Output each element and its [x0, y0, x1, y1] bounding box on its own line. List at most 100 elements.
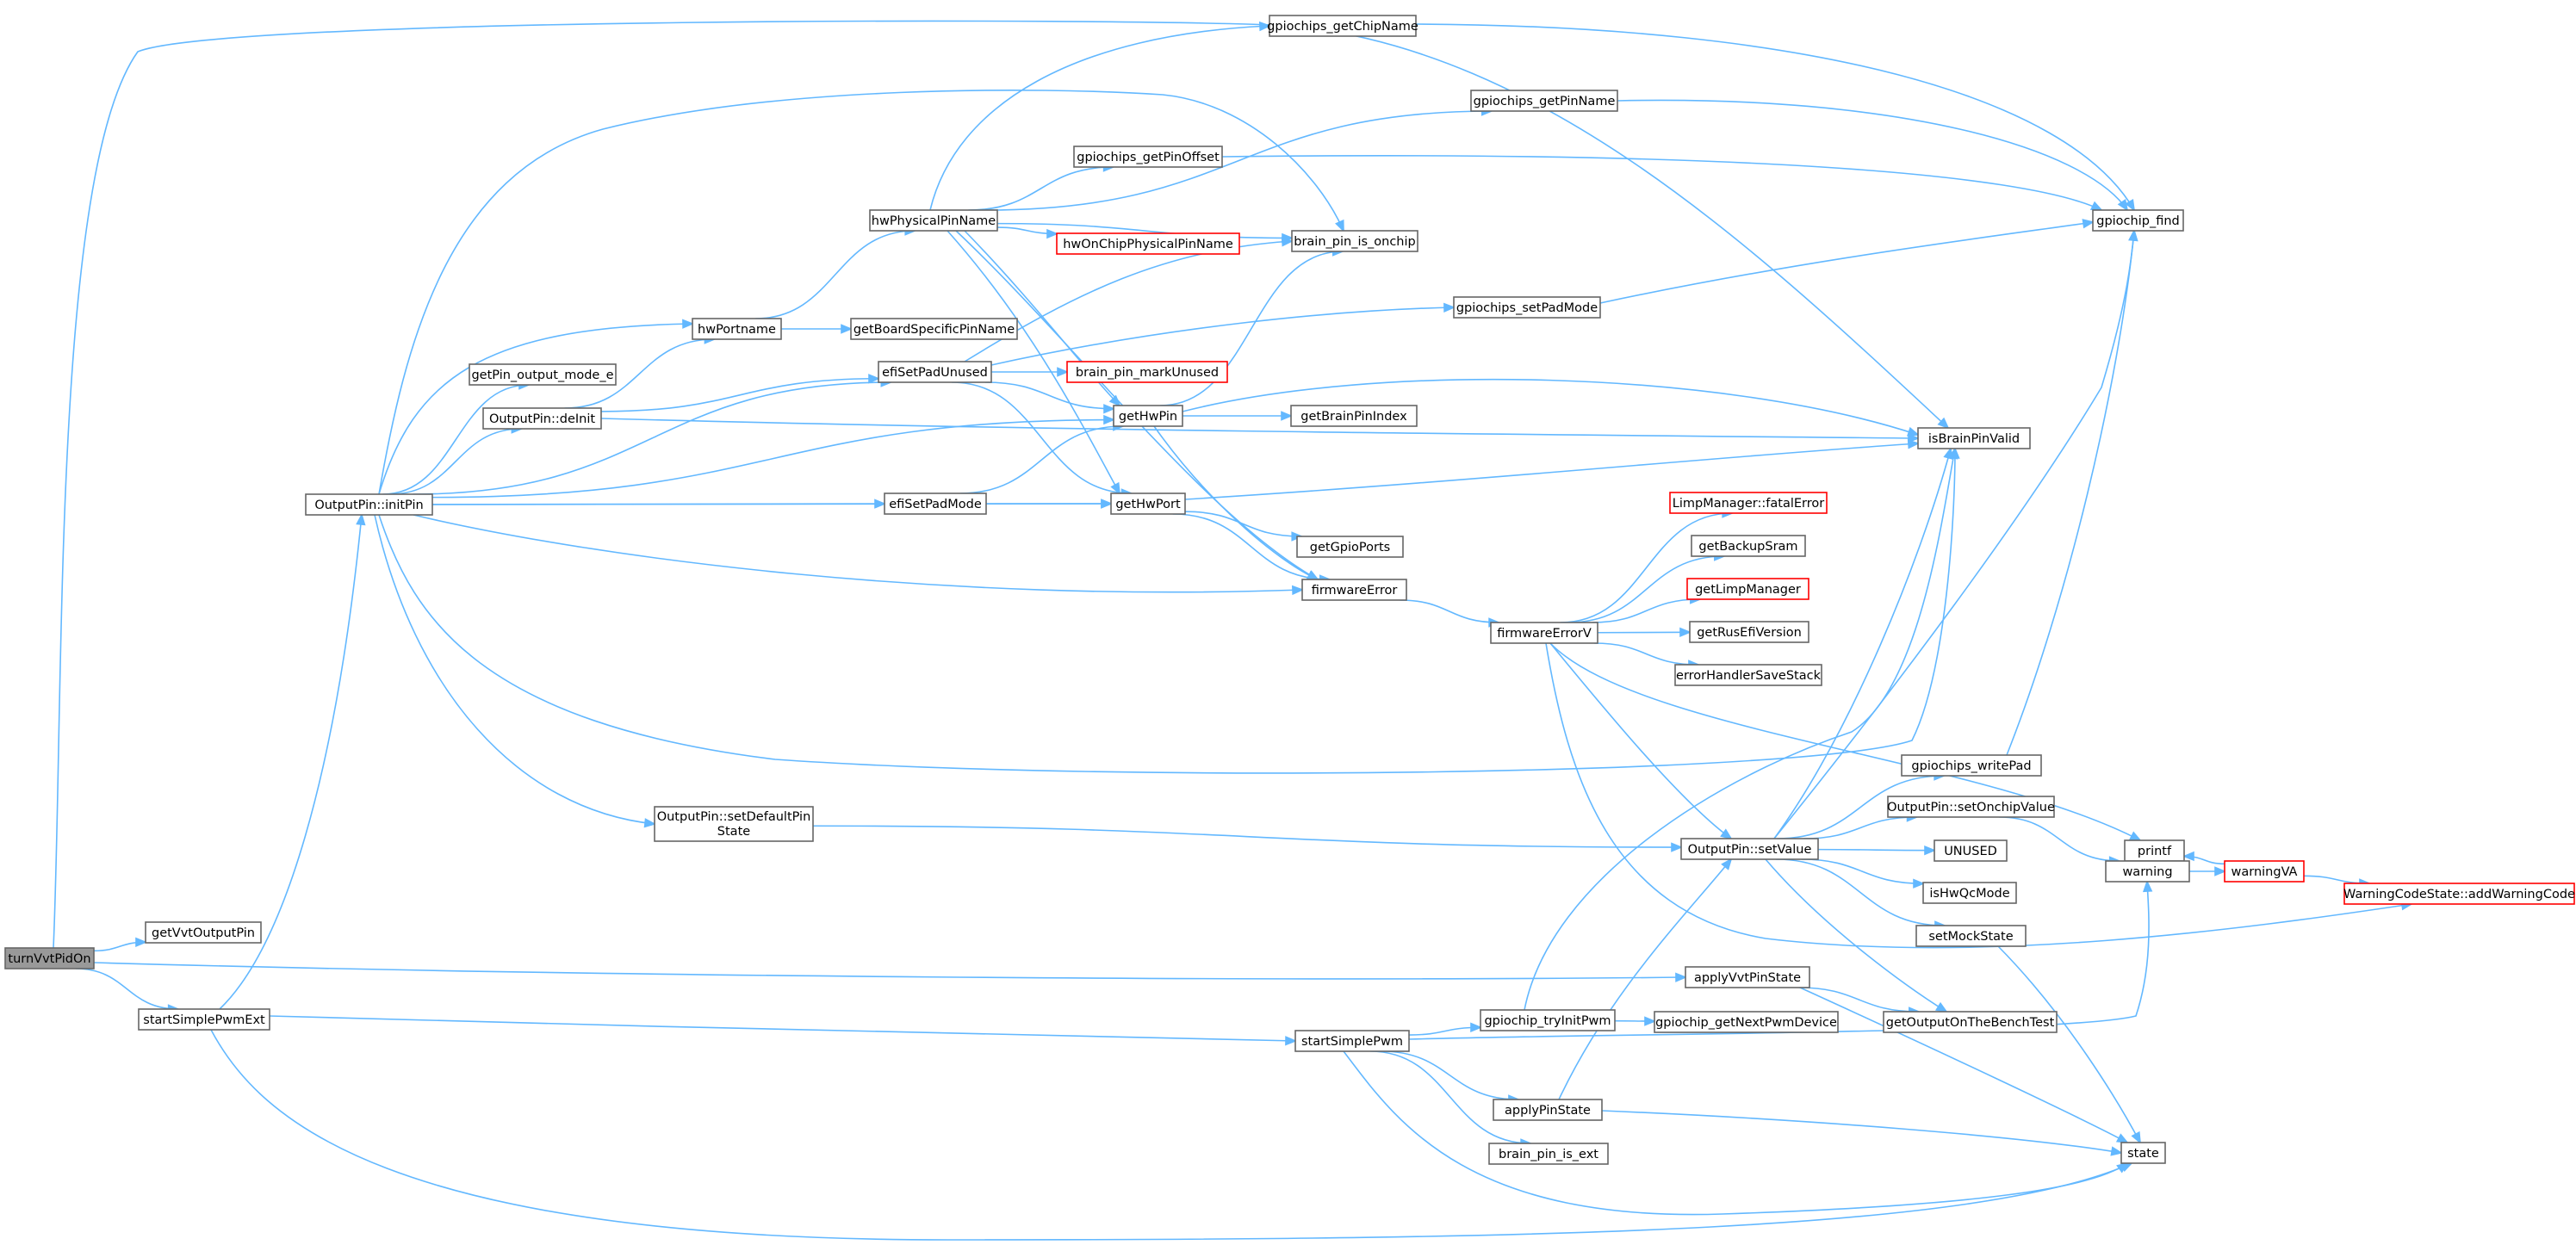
node-label: firmwareError — [1312, 584, 1398, 598]
node-label: applyVvtPinState — [1694, 971, 1801, 985]
node-label: getRusEfiVersion — [1697, 626, 1802, 640]
node-label: getVvtOutputPin — [152, 926, 255, 940]
node-box — [2105, 860, 2190, 883]
node-label: hwPhysicalPinName — [872, 214, 996, 228]
node-setMockState[interactable]: setMockState — [1915, 925, 2027, 947]
node-getBoardSpecificPinName[interactable]: getBoardSpecificPinName — [850, 318, 1018, 340]
node-box — [1269, 15, 1417, 37]
node-brain-pin-markUnused[interactable]: brain_pin_markUnused — [1066, 361, 1228, 383]
edge-warningVA-to-printf — [2182, 851, 2225, 865]
node-gpiochips-getChipName[interactable]: gpiochips_getChipName — [1267, 15, 1418, 37]
node-getHwPort[interactable]: getHwPort — [1110, 492, 1186, 515]
node-UNUSED[interactable]: UNUSED — [1934, 839, 2008, 862]
node-getVvtOutputPin[interactable]: getVvtOutputPin — [145, 921, 262, 944]
node-getBackupSram[interactable]: getBackupSram — [1691, 535, 1806, 557]
node-efiSetPadUnused[interactable]: efiSetPadUnused — [878, 361, 992, 383]
edge-setValue-to-getOutputOnTheBenchTest — [1765, 858, 1948, 1013]
edge-gpiochips_writePad-to-gpiochip_find — [2006, 228, 2138, 756]
node-efiSetPadMode[interactable]: efiSetPadMode — [884, 492, 987, 515]
edge-startSimplePwm-to-state — [1343, 1050, 2129, 1216]
node-box — [1689, 621, 1809, 643]
node-getRusEfiVersion[interactable]: getRusEfiVersion — [1689, 621, 1809, 643]
node-label: hwPortname — [698, 323, 776, 337]
edge-startSimplePwm-to-gpiochip_tryInitPwm — [1408, 1022, 1483, 1036]
node-hwOnChipPhysicalPinName[interactable]: hwOnChipPhysicalPinName — [1056, 232, 1240, 255]
node-box — [1654, 1011, 1839, 1033]
node-gpiochip-find[interactable]: gpiochip_find — [2092, 209, 2184, 232]
node-state[interactable]: state — [2120, 1142, 2166, 1164]
edge-deInit-to-efiSetPadUnused — [600, 374, 881, 412]
node-fatalError[interactable]: LimpManager::fatalError — [1669, 492, 1828, 514]
node-box — [1480, 1009, 1616, 1031]
edge-firmwareErrorV-to-fatalError — [1560, 508, 1735, 623]
node-gpiochips-writePad[interactable]: gpiochips_writePad — [1901, 754, 2042, 777]
node-setOnchipValue[interactable]: OutputPin::setOnchipValue — [1887, 796, 2055, 818]
edge-efiSetPadUnused-to-getHwPin — [984, 381, 1116, 414]
edge-arrowhead — [841, 324, 853, 334]
node-brain-pin-is-ext[interactable]: brain_pin_is_ext — [1488, 1143, 1609, 1165]
node-label: getOutputOnTheBenchTest — [1886, 1016, 2055, 1030]
edge-arrowhead — [1934, 1001, 1948, 1013]
node-label: efiSetPadMode — [889, 498, 982, 511]
node-setValue[interactable]: OutputPin::setValue — [1680, 838, 1819, 860]
node-label: OutputPin::initPin — [314, 499, 423, 512]
node-label: gpiochips_setPadMode — [1456, 301, 1598, 315]
edge-arrowhead — [1335, 219, 1344, 232]
edge-initPin-to-efiSetPadUnused — [413, 377, 893, 495]
edge-startSimplePwm-to-applyPinState — [1381, 1050, 1521, 1105]
node-label: getHwPin — [1119, 410, 1177, 424]
node-getPin-output-mode-e[interactable]: getPin_output_mode_e — [469, 363, 617, 386]
node-firmwareError[interactable]: firmwareError — [1301, 579, 1407, 601]
node-label: gpiochips_getPinName — [1474, 95, 1616, 108]
edge-efiSetPadUnused-to-getHwPort — [951, 381, 1133, 499]
node-box — [850, 318, 1018, 340]
node-gpiochip-tryInitPwm[interactable]: gpiochip_tryInitPwm — [1480, 1009, 1616, 1031]
node-getOutputOnTheBenchTest[interactable]: getOutputOnTheBenchTest — [1883, 1011, 2058, 1033]
node-printf[interactable]: printf — [2124, 839, 2185, 862]
edge-getHwPort-to-isBrainPinValid — [1184, 439, 1921, 500]
node-box — [1110, 492, 1186, 515]
node-applyVvtPinState[interactable]: applyVvtPinState — [1685, 966, 1810, 988]
node-box — [145, 921, 262, 944]
node-isBrainPinValid[interactable]: isBrainPinValid — [1917, 427, 2031, 449]
node-label: OutputPin::deInit — [489, 412, 595, 426]
node-startSimplePwm[interactable]: startSimplePwm — [1294, 1030, 1410, 1052]
node-turnVvtPidOn[interactable]: turnVvtPidOn — [4, 947, 95, 969]
node-getGpioPorts[interactable]: getGpioPorts — [1296, 536, 1404, 558]
edge-initPin-to-hwPortname — [378, 319, 695, 495]
node-firmwareErrorV[interactable]: firmwareErrorV — [1490, 622, 1598, 644]
node-warningVA[interactable]: warningVA — [2224, 860, 2305, 883]
node-hwPhysicalPinName[interactable]: hwPhysicalPinName — [869, 209, 998, 232]
node-gpiochips-getPinName[interactable]: gpiochips_getPinName — [1470, 90, 1618, 112]
node-gpiochips-setPadMode[interactable]: gpiochips_setPadMode — [1453, 296, 1601, 319]
node-applyPinState[interactable]: applyPinState — [1493, 1099, 1603, 1121]
node-initPin[interactable]: OutputPin::initPin — [305, 493, 433, 516]
node-getBrainPinIndex[interactable]: getBrainPinIndex — [1290, 405, 1418, 427]
node-deInit[interactable]: OutputPin::deInit — [482, 407, 602, 430]
node-box — [1113, 405, 1183, 427]
node-label: gpiochips_writePad — [1911, 759, 2031, 773]
node-gpiochip-getNextPwmDevice[interactable]: gpiochip_getNextPwmDevice — [1654, 1011, 1839, 1033]
edge-gpiochip_tryInitPwm-to-isBrainPinValid — [1524, 446, 1958, 1011]
node-label: efiSetPadUnused — [882, 366, 988, 380]
edge-firmwareErrorV-to-getLimpManager — [1592, 594, 1702, 623]
call-graph-nodes: turnVvtPidOn getVvtOutputPin startSimplePw… — [4, 15, 2575, 1165]
node-startSimplePwmExt[interactable]: startSimplePwmExt — [138, 1008, 270, 1031]
edge-arrowhead — [1937, 417, 1950, 430]
node-errorHandlerSaveStack[interactable]: errorHandlerSaveStack — [1674, 664, 1822, 686]
node-box — [1685, 966, 1810, 988]
edge-arrowhead — [1907, 439, 1921, 449]
node-addWarningCode[interactable]: WarningCodeState::addWarningCode — [2343, 883, 2575, 905]
node-box — [305, 493, 433, 516]
edge-arrowhead — [682, 319, 695, 329]
edge-arrowhead — [1644, 1016, 1657, 1026]
node-label: gpiochip_tryInitPwm — [1484, 1014, 1611, 1028]
node-warning[interactable]: warning — [2105, 860, 2190, 883]
node-getHwPin[interactable]: getHwPin — [1113, 405, 1183, 427]
node-brain-pin-is-onchip[interactable]: brain_pin_is_onchip — [1291, 230, 1418, 252]
node-isHwQcMode[interactable]: isHwQcMode — [1922, 882, 2017, 904]
node-getLimpManager[interactable]: getLimpManager — [1686, 578, 1809, 600]
node-hwPortname[interactable]: hwPortname — [692, 318, 782, 340]
node-gpiochips-getPinOffset[interactable]: gpiochips_getPinOffset — [1073, 146, 1223, 168]
